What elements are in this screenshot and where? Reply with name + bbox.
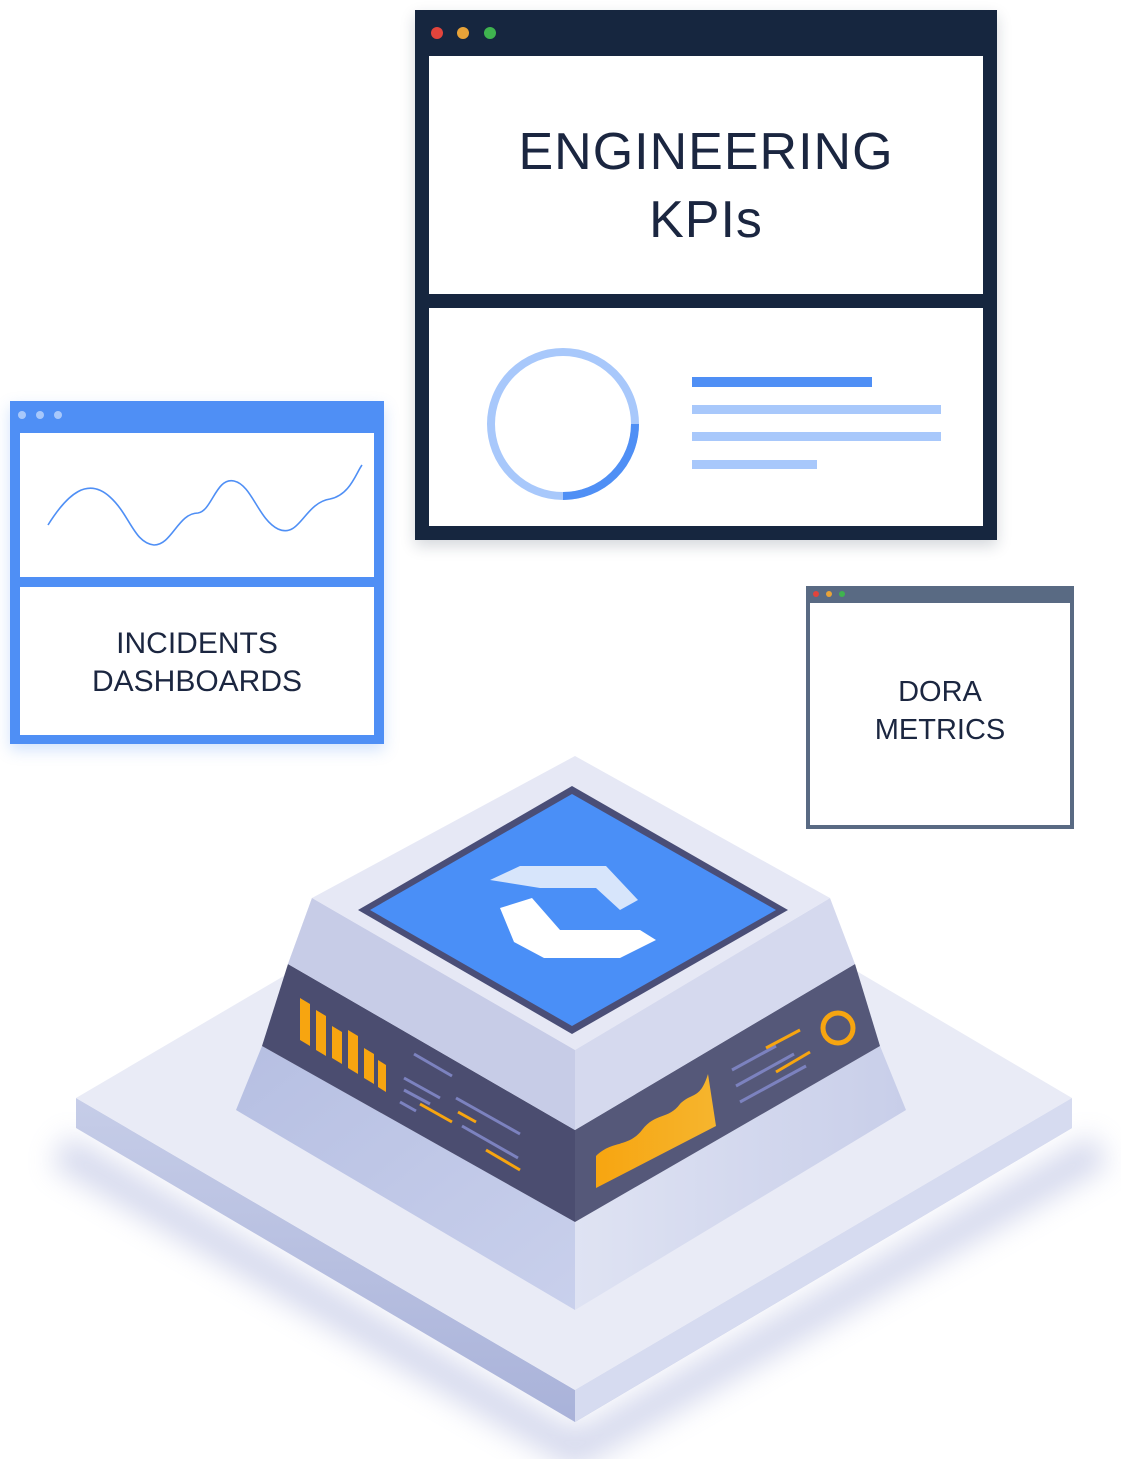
band-text-lines-right (731, 1028, 811, 1104)
incidents-title-pane: INCIDENTS DASHBOARDS (20, 587, 374, 735)
window-close-dot-icon (431, 27, 443, 39)
window-minimize-dot-icon (36, 411, 44, 419)
incidents-chart-pane (20, 433, 374, 577)
dora-title-line2: METRICS (874, 714, 1006, 746)
display-band (262, 964, 880, 1222)
window-maximize-dot-icon (54, 411, 62, 419)
band-text-lines-left (399, 1052, 521, 1172)
pedestal (236, 1046, 906, 1310)
kpi-summary-graphic (487, 348, 941, 500)
server-platform-illustration (51, 756, 1109, 1459)
incidents-title-line2: DASHBOARDS (91, 665, 303, 698)
window-close-dot-icon (18, 411, 26, 419)
incidents-dashboards-window: INCIDENTS DASHBOARDS (10, 401, 384, 744)
window-titlebar (415, 10, 997, 56)
summary-line-1 (692, 377, 872, 387)
dora-metrics-window: DORA METRICS (806, 586, 1074, 829)
dora-title-pane: DORA METRICS (810, 603, 1070, 825)
area-chart-icon (596, 1074, 716, 1188)
window-maximize-dot-icon (484, 27, 496, 39)
dora-title-line1: DORA (898, 676, 982, 708)
bar-chart-icon (300, 998, 386, 1092)
kpi-title-line1: ENGINEERING (518, 123, 894, 181)
summary-line-2 (692, 405, 941, 414)
donut-chart-icon (820, 1010, 856, 1046)
window-close-dot-icon (813, 591, 819, 597)
window-maximize-dot-icon (839, 591, 845, 597)
kpi-summary-pane (429, 308, 983, 526)
window-titlebar (806, 586, 1074, 602)
kpi-title-pane: ENGINEERING KPIs (429, 56, 983, 294)
kpi-title-line2: KPIs (649, 191, 763, 249)
window-minimize-dot-icon (457, 27, 469, 39)
logo-icon (490, 866, 656, 958)
server-top (288, 756, 855, 1130)
window-titlebar (10, 401, 384, 431)
window-minimize-dot-icon (826, 591, 832, 597)
donut-chart-icon (487, 348, 639, 500)
engineering-kpis-window: ENGINEERING KPIs (415, 10, 997, 540)
summary-line-4 (692, 460, 817, 469)
incidents-title-line1: INCIDENTS (116, 627, 278, 660)
line-chart-icon (47, 464, 363, 546)
summary-line-3 (692, 432, 941, 441)
